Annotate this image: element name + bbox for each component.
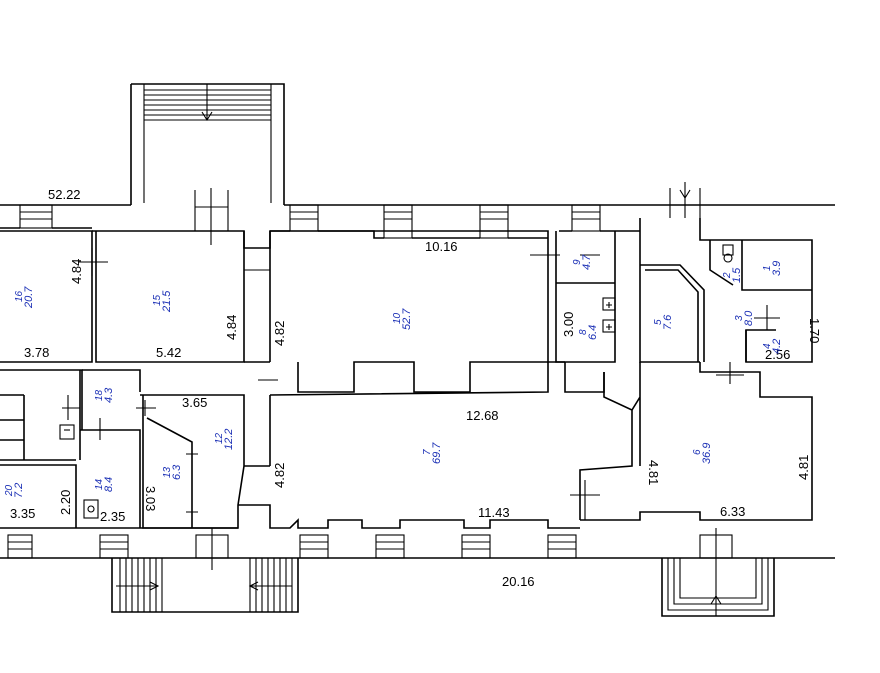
dim-4-81-right: 4.81: [796, 455, 811, 480]
room-label: 4.7 9: [572, 254, 593, 270]
dimension-labels: 52.22 20.16 4.84 3.78 5.42 4.84 4.82 10.…: [10, 187, 822, 589]
dim-4-84-left: 4.84: [69, 259, 84, 284]
room-label: 52.7 10: [392, 308, 413, 330]
room-number: 12: [214, 432, 225, 444]
room-area: 8.4: [103, 477, 115, 492]
room-number: 10: [392, 312, 403, 324]
room-area: 7.2: [13, 483, 25, 498]
dim-4-81-left: 4.81: [646, 460, 661, 485]
dim-3-65: 3.65: [182, 395, 207, 410]
dim-11-43: 11.43: [478, 505, 510, 520]
dim-1-70: 1.70: [807, 318, 822, 343]
room-label: 7.2 20: [4, 483, 25, 498]
room-label: 69.7 7: [422, 442, 443, 464]
room-label: 4.3 18: [94, 387, 115, 403]
room-number: 1: [762, 265, 773, 271]
room-number: 9: [572, 259, 583, 265]
room-label: 21.5 15: [152, 290, 173, 313]
room-number: 5: [653, 319, 664, 325]
room-area: 21.5: [161, 290, 173, 313]
rooms-8-9-walls: [555, 231, 616, 363]
outer-wall-top: [0, 182, 835, 249]
dim-2-56: 2.56: [765, 347, 790, 362]
room-area: 6.3: [171, 464, 183, 480]
dim-3-35: 3.35: [10, 506, 35, 521]
room-label: 20.7 16: [14, 286, 35, 309]
room-number: 15: [152, 294, 163, 306]
room-area: 52.7: [401, 308, 413, 330]
room-area: 4.3: [103, 387, 115, 403]
outer-wall-bottom: [0, 504, 835, 570]
room-number: 4: [762, 343, 773, 349]
room-label: 1.5 2: [722, 267, 743, 283]
room-area: 7.6: [662, 314, 674, 330]
bottom-left-stairs: [111, 558, 299, 613]
dim-overall-top: 52.22: [48, 187, 81, 202]
dim-3-78: 3.78: [24, 345, 49, 360]
room-area: 36.9: [701, 443, 713, 464]
room-number: 8: [578, 329, 589, 335]
dim-4-82-top: 4.82: [272, 321, 287, 346]
room-area: 8.0: [743, 310, 755, 326]
room-number: 13: [162, 466, 173, 478]
room-number: 14: [94, 478, 105, 490]
room-number: 2: [722, 272, 733, 279]
room-number: 3: [734, 315, 745, 321]
room-label: 6.4 8: [578, 325, 599, 340]
dim-overall-bottom: 20.16: [502, 574, 535, 589]
room-label: 3.9 1: [762, 261, 783, 276]
room-area: 12.2: [223, 429, 235, 450]
dim-6-33: 6.33: [720, 504, 745, 519]
room-number: 16: [14, 290, 25, 302]
room-label: 7.6 5: [653, 314, 674, 330]
room-label: 4.2 4: [762, 339, 783, 354]
room-area: 6.4: [587, 325, 599, 340]
room-label: 6.3 13: [162, 464, 183, 480]
room-label: 8.0 3: [734, 310, 755, 326]
room-10-walls: [270, 230, 565, 393]
corridor-walls: [244, 231, 278, 467]
room-label: 36.9 6: [692, 443, 713, 464]
room-area: 69.7: [431, 442, 443, 464]
dim-2-35: 2.35: [100, 509, 125, 524]
room-7-walls: [269, 362, 633, 520]
dim-3-03: 3.03: [143, 486, 158, 511]
dim-2-20: 2.20: [58, 490, 73, 515]
room-area: 1.5: [731, 267, 743, 283]
dim-5-42: 5.42: [156, 345, 181, 360]
dim-10-16: 10.16: [425, 239, 458, 254]
top-entrance-stairs: [130, 83, 285, 205]
dim-4-82-bottom: 4.82: [272, 463, 287, 488]
bottom-right-stairs: [661, 558, 775, 617]
room-number: 7: [422, 449, 433, 455]
room-area: 4.7: [581, 254, 593, 270]
room-6-walls: [580, 362, 813, 521]
room-number: 18: [94, 389, 105, 401]
dim-3-00: 3.00: [561, 312, 576, 337]
room-label: 8.4 14: [94, 477, 115, 492]
room-number: 6: [692, 449, 703, 455]
room-number: 20: [4, 484, 15, 497]
dim-4-84-mid: 4.84: [224, 315, 239, 340]
room-area: 20.7: [23, 286, 35, 309]
room-labels: 20.7 16 21.5 15 52.7 10 4.7 9 6.4 8 7.6 …: [4, 254, 783, 498]
dim-12-68: 12.68: [466, 408, 499, 423]
room-label: 12.2 12: [214, 429, 235, 450]
left-wing-walls: [0, 230, 245, 528]
room-area: 3.9: [771, 261, 783, 276]
room-area: 4.2: [771, 339, 783, 354]
